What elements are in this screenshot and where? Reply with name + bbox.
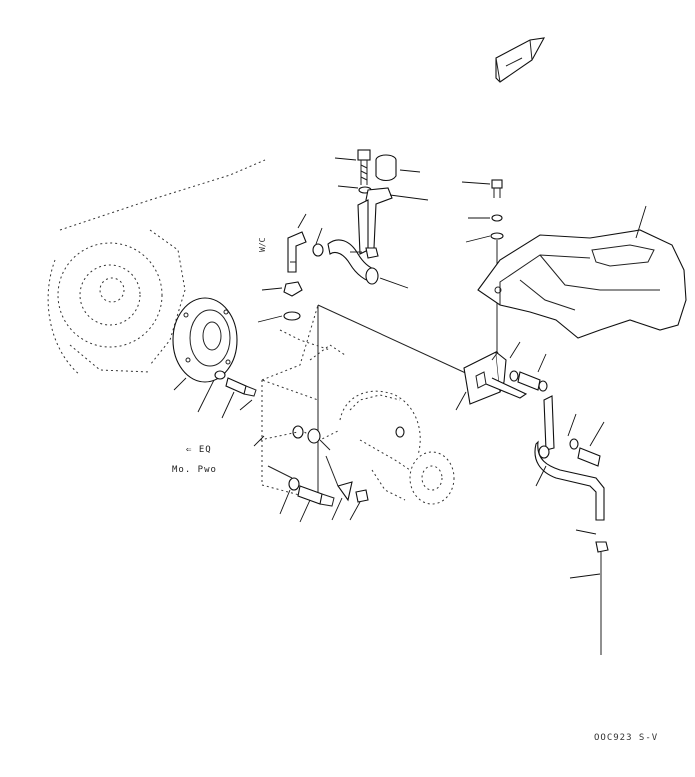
cover-shroud	[477, 229, 687, 339]
cap-nut	[283, 281, 303, 297]
stay-nut	[365, 247, 379, 259]
clamp-ring	[312, 243, 324, 257]
rod-bolt	[569, 438, 601, 467]
link-joint	[259, 425, 331, 451]
control-rod	[534, 395, 605, 521]
engine-housing-outline	[47, 159, 266, 376]
flange-bolt	[225, 377, 257, 397]
flange-washer	[214, 370, 226, 380]
right-flat-washer	[490, 232, 504, 240]
cover-flange	[172, 297, 238, 383]
elbow-fitting	[287, 231, 307, 273]
cotter-pin	[325, 455, 353, 502]
rod-end-nut	[595, 541, 609, 553]
right-bolt	[491, 179, 503, 198]
right-spring-washer	[491, 214, 503, 222]
rubber-cushion	[375, 154, 397, 182]
lower-nut	[355, 489, 369, 503]
model-note: Mo. Pwo	[172, 465, 217, 475]
small-bushing	[395, 426, 405, 438]
lower-pin-line	[267, 465, 293, 479]
drawing-code: OOC923 S-V	[594, 733, 659, 743]
vertical-note: W/C	[258, 237, 267, 252]
leader-lines	[173, 157, 647, 579]
stay-bracket	[357, 187, 393, 255]
o-ring	[283, 311, 301, 321]
mounting-plate	[261, 304, 471, 501]
direction-arrow-icon	[495, 37, 546, 83]
hose-pipe	[327, 239, 379, 285]
lower-bolt	[297, 485, 335, 507]
lower-washer	[288, 477, 300, 491]
pump-body-outline	[299, 344, 455, 505]
lever-bracket	[463, 351, 528, 405]
bracket-bolt	[509, 370, 548, 392]
symbol-note: ⇐ EQ	[186, 445, 212, 455]
top-bolt	[357, 149, 371, 185]
